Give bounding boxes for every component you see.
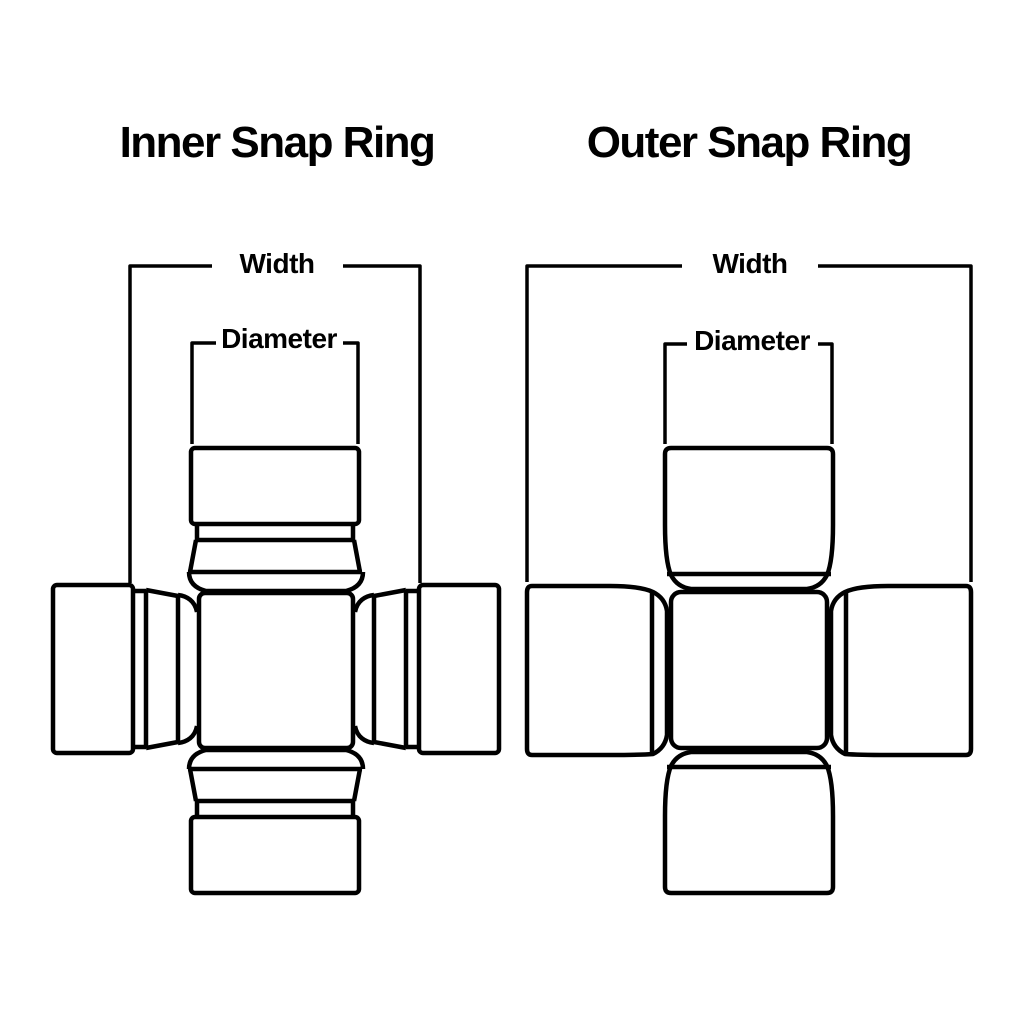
inner-width-label: Width xyxy=(239,248,316,279)
outer-joint-body xyxy=(668,589,830,751)
inner-width-bracket xyxy=(128,264,422,583)
outer-diameter-bracket xyxy=(663,342,834,444)
outer-panel-title: Outer Snap Ring xyxy=(586,118,913,167)
inner-diameter-bracket xyxy=(190,341,360,444)
inner-joint-drawing xyxy=(50,445,502,896)
inner-top-snap-ring-groove xyxy=(194,524,356,540)
inner-top-bearing-cap xyxy=(188,445,362,527)
inner-top-skirt xyxy=(186,571,366,594)
inner-dimension-lines xyxy=(128,264,422,583)
inner-bottom-skirt xyxy=(186,747,366,770)
outer-top-bearing-cap xyxy=(662,445,836,592)
outer-dimension-lines xyxy=(525,264,973,582)
outer-diameter-label: Diameter xyxy=(694,325,810,356)
inner-panel-title: Inner Snap Ring xyxy=(119,118,436,167)
outer-joint-drawing xyxy=(524,445,974,896)
outer-width-label: Width xyxy=(712,248,789,279)
inner-diameter-label: Diameter xyxy=(221,323,337,354)
inner-left-seat-taper xyxy=(145,587,179,751)
inner-bottom-bearing-cap xyxy=(188,814,362,896)
outer-right-bearing-cap xyxy=(828,583,974,758)
outer-bottom-bearing-cap xyxy=(662,749,836,896)
inner-bottom-snap-ring-groove xyxy=(194,801,356,817)
outer-width-bracket xyxy=(525,264,973,582)
inner-right-seat-taper xyxy=(373,587,407,751)
inner-right-skirt xyxy=(352,592,375,746)
inner-joint-body xyxy=(196,590,356,751)
inner-left-bearing-cap xyxy=(50,582,136,756)
inner-left-skirt xyxy=(177,592,200,746)
inner-bottom-seat-taper xyxy=(187,768,363,802)
inner-right-bearing-cap xyxy=(416,582,502,756)
inner-top-seat-taper xyxy=(187,539,363,573)
outer-left-bearing-cap xyxy=(524,583,670,758)
